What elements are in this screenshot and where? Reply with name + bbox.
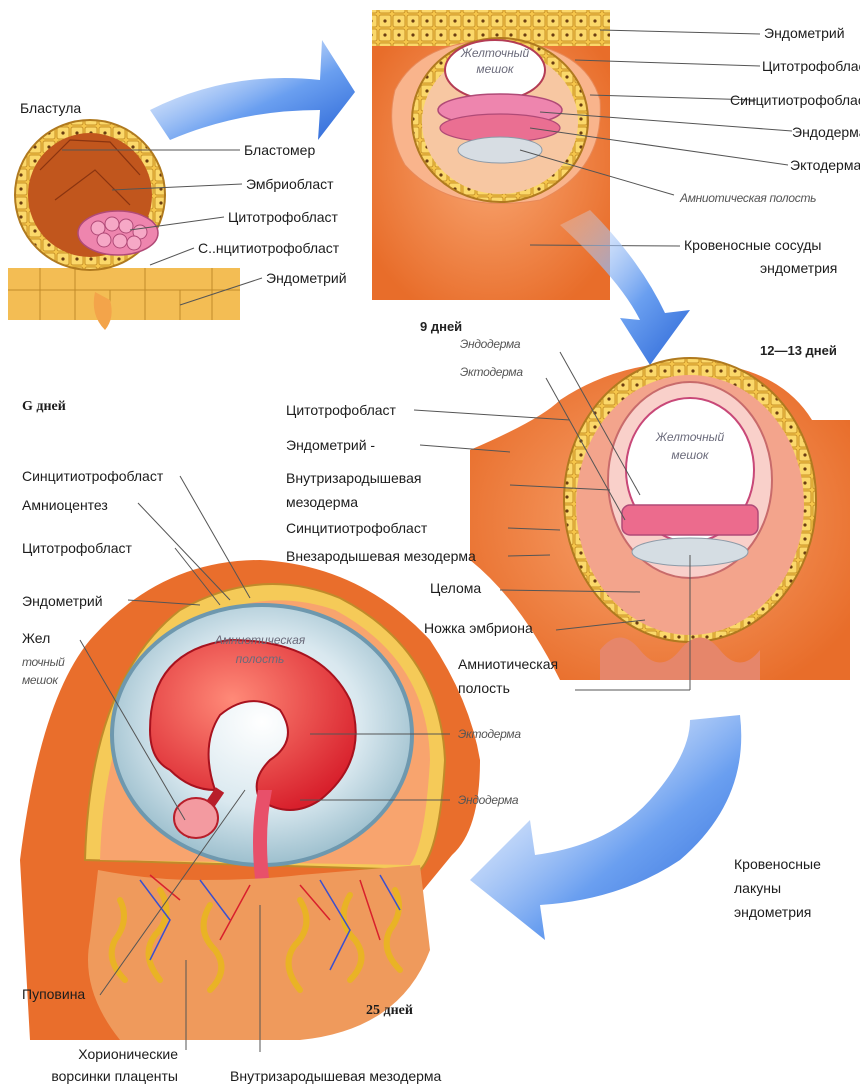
yolk-sac-label-day12-1: Желточный	[640, 430, 740, 444]
day9-panel	[372, 10, 792, 300]
label-ectoderm-day12: Эктодерма	[460, 364, 523, 381]
label-syncytiotrophoblast-blastula: С..нцитиотрофобласт	[198, 240, 339, 257]
label-cytotrophoblast-day25: Цитотрофобласт	[22, 540, 132, 557]
label-blood-lacunae-1: Кровеносные	[734, 856, 821, 873]
label-cytotrophoblast-blastula: Цитотрофобласт	[228, 209, 338, 226]
label-chorionic-villi-2: ворсинки плаценты	[30, 1068, 178, 1085]
label-chorionic-villi-1: Хорионические	[30, 1046, 178, 1063]
day-label-day9: 9 дней	[420, 318, 462, 335]
label-endoderm-day12: Эндодерма	[460, 336, 520, 353]
label-blood-lacunae-3: эндометрия	[734, 904, 811, 921]
day-label-blastula: G дней	[22, 398, 66, 415]
blastula-title: Бластула	[20, 100, 81, 117]
yolk-sac-day25	[174, 798, 218, 838]
label-blastomere: Бластомер	[244, 142, 315, 159]
endometrium-cells	[8, 268, 240, 320]
label-amniotic-cavity-day12-2: полость	[458, 680, 510, 697]
label-ectoderm-day9: Эктодерма	[790, 157, 860, 174]
label-yolk-sac-day25-2: точный	[22, 654, 65, 671]
label-yolk-sac-day25-3: мешок	[22, 672, 58, 689]
label-amniotic-cavity-day9: Амниотическая полость	[680, 190, 816, 207]
label-intraembryonic-mesoderm-day25: Внутризародышевая мезодерма	[230, 1068, 441, 1085]
label-syncytiotrophoblast-day25: Синцитиотрофобласт	[22, 468, 163, 485]
day12-panel	[414, 352, 850, 690]
blastula-panel	[8, 120, 262, 330]
label-endometrium-blastula: Эндометрий	[266, 270, 347, 287]
label-yolk-sac-day25: Жел	[22, 630, 50, 647]
label-endometrium-day25: Эндометрий	[22, 593, 103, 610]
progress-arrow-1	[150, 40, 355, 140]
label-endoderm-day25: Эндодерма	[458, 792, 518, 809]
label-blood-vessels-2: эндометрия	[760, 260, 837, 277]
label-endoderm-day9: Эндодерма	[792, 124, 860, 141]
progress-arrow-3	[470, 715, 741, 940]
day-label-day12: 12—13 дней	[760, 342, 837, 359]
amnion-label-1: Амниотическая	[200, 633, 320, 647]
label-endometrium-day12: Эндометрий -	[286, 437, 375, 454]
yolk-sac-label-day9-1: Желточный	[445, 46, 545, 60]
label-intraembryonic-mesoderm-2: мезодерма	[286, 494, 358, 511]
label-coelom: Целома	[430, 580, 481, 597]
label-intraembryonic-mesoderm-1: Внутризародышевая	[286, 470, 421, 487]
label-blood-vessels-1: Кровеносные сосуды	[684, 237, 822, 254]
label-body-stalk: Ножка эмбриона	[424, 620, 533, 637]
yolk-sac-label-day9-2: мешок	[445, 62, 545, 76]
label-cytotrophoblast-day12: Цитотрофобласт	[286, 402, 396, 419]
yolk-sac-label-day12-2: мешок	[640, 448, 740, 462]
label-extraembryonic-mesoderm: Внезародышевая мезодерма	[286, 548, 476, 565]
label-ectoderm-day25: Эктодерма	[458, 726, 521, 743]
label-syncytiotrophoblast-day9: Синцитиотрофобласт	[730, 92, 860, 109]
day-label-day25: 25 дней	[366, 1002, 413, 1019]
label-amniotic-cavity-day12-1: Амниотическая	[458, 656, 558, 673]
label-endometrium-day9: Эндометрий	[764, 25, 845, 42]
label-embryoblast: Эмбриобласт	[246, 176, 334, 193]
label-cytotrophoblast-day9: Цитотрофобласт	[762, 58, 860, 75]
label-umbilical-cord: Пуповина	[22, 986, 85, 1003]
label-amniocentesis: Амниоцентез	[22, 497, 108, 514]
label-syncytiotrophoblast-day12: Синцитиотрофобласт	[286, 520, 427, 537]
label-blood-lacunae-2: лакуны	[734, 880, 781, 897]
amnion-label-2: полость	[200, 652, 320, 666]
